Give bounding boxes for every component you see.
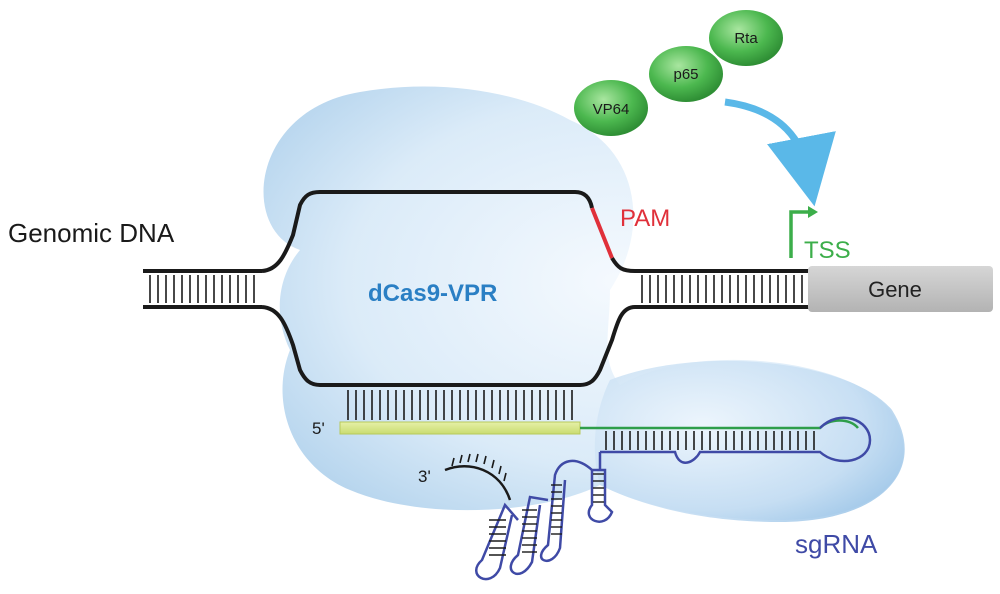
tss-arrow: TSS	[789, 206, 851, 264]
vp64-label: VP64	[593, 101, 630, 118]
genomic-dna-label: Genomic DNA	[8, 218, 175, 248]
vpr-activators: VP64 p65 Rta	[574, 10, 783, 136]
gene-box: Gene	[808, 266, 993, 312]
pam-segment	[590, 207, 614, 259]
tail-base	[491, 459, 495, 469]
sgrna	[339, 390, 872, 581]
rta-domain	[709, 10, 783, 66]
three-prime-label: 3'	[418, 467, 431, 486]
dcas9-vpr-label: dCas9-VPR	[368, 280, 497, 307]
pam-label: PAM	[620, 205, 670, 232]
genomic-dna	[143, 190, 810, 387]
p65-domain	[649, 46, 723, 102]
sgrna-label: sgRNA	[795, 529, 878, 559]
tail-base	[451, 457, 455, 467]
rta-label: Rta	[734, 30, 758, 47]
p65-label: p65	[673, 66, 698, 83]
tail-base	[498, 465, 502, 475]
tail-base	[467, 453, 471, 463]
tail-base	[475, 453, 479, 463]
tail-base	[459, 454, 463, 464]
gene-label: Gene	[868, 277, 922, 302]
vp64-domain	[574, 80, 648, 136]
tss-label: TSS	[804, 237, 851, 264]
sgrna-spacer	[339, 421, 581, 435]
tail-base	[483, 455, 487, 465]
tail-base	[503, 472, 507, 482]
five-prime-label: 5'	[312, 419, 325, 438]
activation-arrow	[724, 98, 836, 207]
